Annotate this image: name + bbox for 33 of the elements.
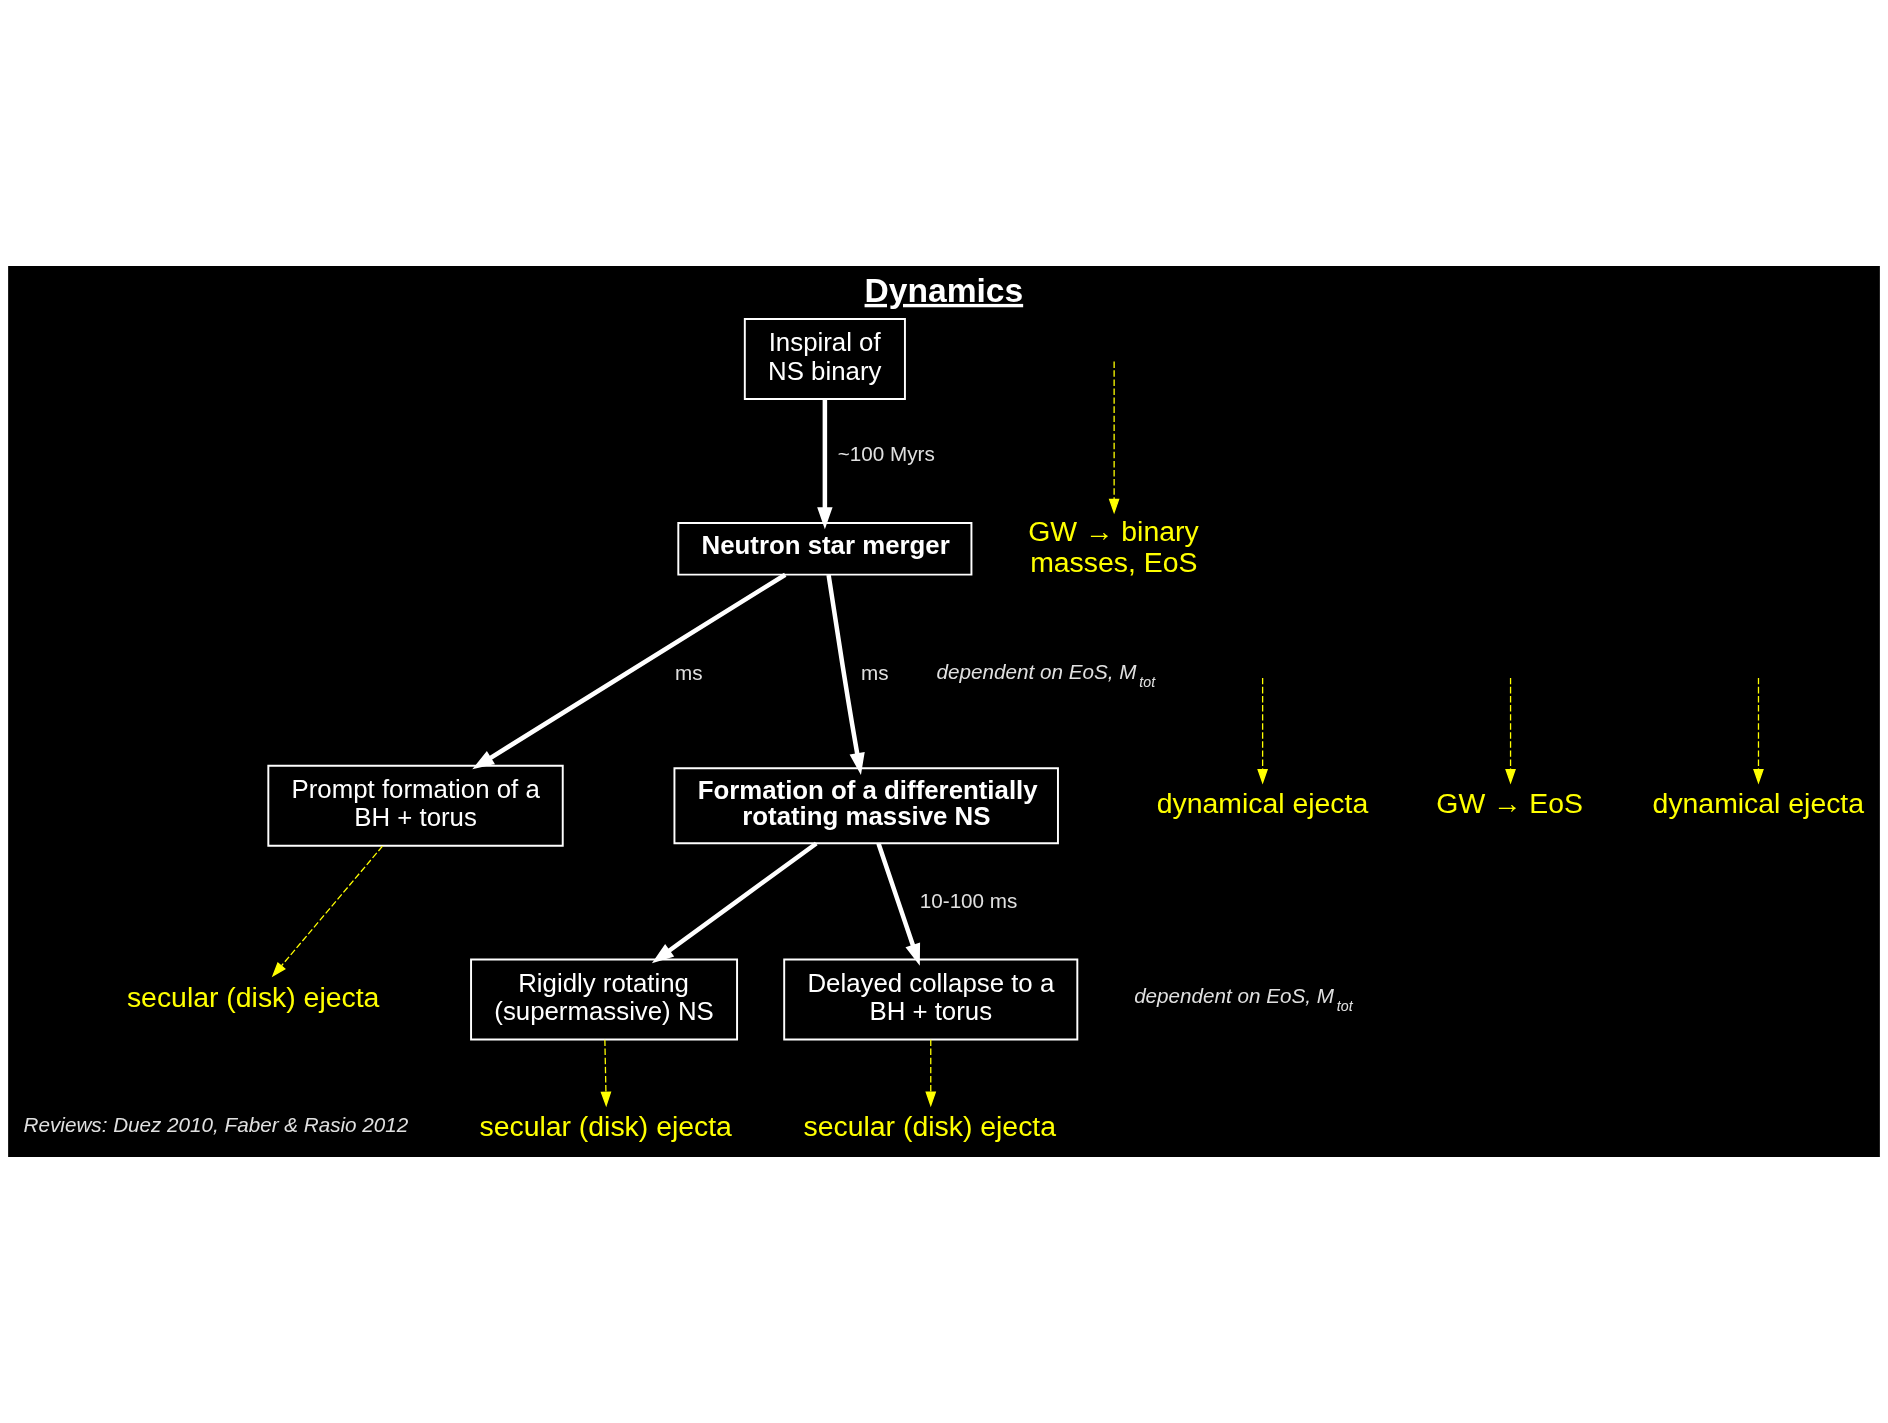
label: Reviews: Duez 2010, Faber & Rasio 2012 — [23, 1113, 409, 1137]
arrow — [925, 1039, 937, 1108]
label: dependent on EoS, M$_{tot}$ — [1134, 984, 1353, 1015]
node-text: secular (disk) ejecta — [803, 1109, 1057, 1142]
node-text: secular (disk) ejecta — [479, 1109, 732, 1142]
edge-label: ms — [861, 661, 889, 685]
node-box: Delayed collapse to a BH + torus — [783, 958, 1079, 1041]
arrow — [1108, 360, 1120, 515]
diagram-title: Dynamics — [864, 271, 1024, 309]
node-text: dynamical ejecta — [1652, 787, 1865, 819]
node-text: secular (disk) ejecta — [126, 980, 380, 1013]
arrow — [817, 399, 833, 530]
arrow — [1505, 677, 1516, 785]
node-box: Inspiral of NS binary — [743, 317, 906, 400]
arrow — [1257, 677, 1269, 785]
arrow — [472, 572, 787, 770]
node-box: Neutron star merger — [677, 522, 973, 576]
edge-label: 10-100 ms — [919, 888, 1018, 912]
node-text: GW → EoS — [1436, 787, 1584, 819]
node-box: Rigidly rotating (supermassive) NS — [470, 958, 739, 1041]
arrow — [600, 1039, 612, 1108]
edge-label: ~100 Myrs — [837, 441, 935, 465]
node-box: Prompt formation of a BH + torus — [267, 764, 564, 847]
node-box: Formation of a differentially rotating massive NS — [673, 767, 1059, 845]
arrow — [876, 842, 921, 966]
label: dependent on EoS, M$_{tot}$ — [936, 659, 1156, 690]
edge-label: ms — [675, 661, 703, 685]
arrow — [271, 845, 384, 978]
node-text: dynamical ejecta — [1156, 787, 1369, 819]
arrow — [1753, 677, 1764, 785]
arrow — [826, 574, 865, 775]
arrow — [651, 841, 818, 964]
node-text: GW → binary masses, EoS — [1028, 514, 1199, 578]
